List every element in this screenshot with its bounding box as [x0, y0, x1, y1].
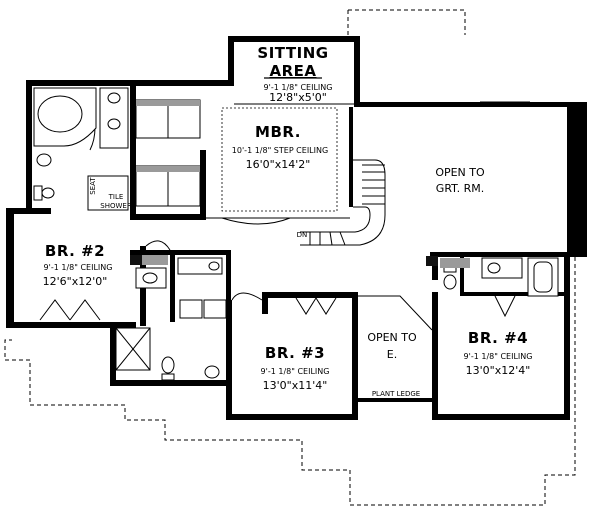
roof-outline [4, 9, 576, 506]
br3-label: BR. #3 9'-1 1/8" CEILING 13'0"x11'4" [261, 344, 330, 392]
br4-label: BR. #4 9'-1 1/8" CEILING 13'0"x12'4" [464, 329, 533, 377]
open-e-line2: E. [387, 348, 397, 361]
br3-title: BR. #3 [265, 344, 325, 362]
open-grt-line1: OPEN TO [435, 166, 485, 179]
br3-size: 13'0"x11'4" [263, 379, 328, 392]
br3-ceiling: 9'-1 1/8" CEILING [261, 367, 330, 376]
open-e-line1: OPEN TO [367, 331, 417, 344]
shower-label: SHOWER [100, 202, 132, 210]
sitting-size: 12'8"x5'0" [269, 91, 327, 104]
br2-title: BR. #2 [45, 242, 105, 260]
open-grt-label: OPEN TO GRT. RM. [435, 166, 485, 195]
mbr-label: MBR. 10'-1 1/8" STEP CEILING 16'0"x14'2" [232, 123, 328, 171]
sitting-area-label: SITTING AREA 9'-1 1/8" CEILING 12'8"x5'0… [257, 44, 332, 104]
seat-label: SEAT [89, 177, 97, 195]
walls [6, 36, 587, 420]
mbr-title: MBR. [255, 123, 301, 141]
br4-size: 13'0"x12'4" [466, 364, 531, 377]
bath-fixtures [33, 87, 559, 381]
open-e-label: OPEN TO E. [367, 331, 417, 361]
staircase [300, 159, 386, 246]
mbr-size: 16'0"x14'2" [246, 158, 311, 171]
br2-label: BR. #2 9'-1 1/8" CEILING 12'6"x12'0" [43, 242, 113, 288]
br2-size: 12'6"x12'0" [43, 275, 108, 288]
mbr-ceiling: 10'-1 1/8" STEP CEILING [232, 146, 328, 155]
sitting-title-line1: SITTING [257, 44, 328, 62]
br4-title: BR. #4 [468, 329, 528, 347]
br2-ceiling: 9'-1 1/8" CEILING [44, 263, 113, 272]
open-grt-line2: GRT. RM. [436, 182, 484, 195]
sitting-ceiling: 9'-1 1/8" CEILING [264, 83, 333, 92]
sitting-title-line2: AREA [269, 62, 316, 80]
tile-label: TILE [108, 193, 124, 201]
br4-ceiling: 9'-1 1/8" CEILING [464, 352, 533, 361]
plant-ledge-label: PLANT LEDGE [372, 390, 420, 398]
stair-dn-label: DN [297, 231, 308, 239]
